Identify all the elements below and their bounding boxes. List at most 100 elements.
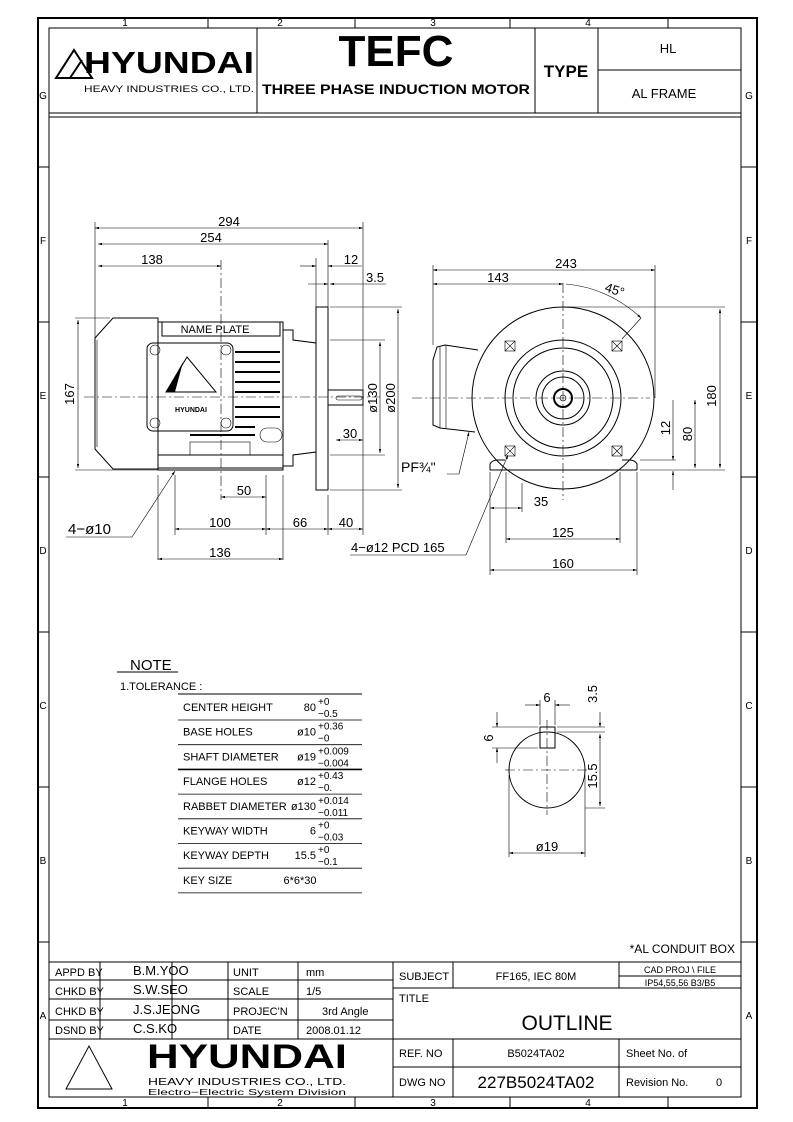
tolerance-minus: −0.5 bbox=[318, 709, 338, 720]
tolerance-value: 6 bbox=[310, 826, 316, 838]
tolerance-label: KEYWAY WIDTH bbox=[183, 826, 268, 838]
tolerance-heading: 1.TOLERANCE : bbox=[120, 681, 202, 693]
dim-key-width: 6 bbox=[543, 690, 550, 705]
title-block: APPD BY B.M.YOO CHKD BY S.W.SEO CHKD BY … bbox=[49, 961, 741, 1097]
dim-key-length: 30 bbox=[343, 426, 357, 441]
row-label: A bbox=[746, 1011, 753, 1022]
role-label: CHKD BY bbox=[55, 1006, 105, 1018]
tolerance-minus: −0.011 bbox=[318, 808, 349, 819]
conduit-note: *AL CONDUIT BOX bbox=[630, 942, 735, 956]
side-view: NAME PLATE HYUNDAI 294 254 138 bbox=[62, 214, 402, 561]
tolerance-plus: +0 bbox=[318, 845, 330, 856]
tolerance-value: 15.5 bbox=[295, 850, 316, 862]
col-label: 1 bbox=[122, 18, 128, 29]
dim-flange-holes: 4−ø12 PCD 165 bbox=[351, 540, 445, 555]
prop-label: UNIT bbox=[233, 967, 259, 979]
tolerance-plus: +0.014 bbox=[318, 796, 349, 807]
row-label: E bbox=[746, 391, 753, 402]
flange bbox=[315, 306, 329, 491]
dim-center-height: 80 bbox=[680, 427, 695, 441]
hyundai-logo-footer: HYUNDAI HEAVY INDUSTRIES CO., LTD. Elect… bbox=[65, 1038, 347, 1097]
tolerance-value: ø10 bbox=[297, 727, 316, 739]
footer-logo-sub2: Electro−Electric System Division bbox=[148, 1087, 346, 1097]
subject-value: FF165, IEC 80M bbox=[496, 971, 577, 983]
tolerance-label: KEYWAY DEPTH bbox=[183, 850, 269, 862]
drawing-title: OUTLINE bbox=[521, 1012, 612, 1035]
feet-end bbox=[489, 459, 638, 471]
prop-label: SCALE bbox=[233, 986, 269, 998]
dim-rabbet-diameter: ø130 bbox=[365, 383, 380, 413]
footer-logo-text: HYUNDAI bbox=[147, 1038, 347, 1076]
row-label: C bbox=[745, 701, 752, 712]
role-label: APPD BY bbox=[55, 967, 103, 979]
header: HYUNDAI HEAVY INDUSTRIES CO., LTD. TEFC … bbox=[49, 27, 741, 118]
dwg-value: 227B5024TA02 bbox=[478, 1073, 595, 1092]
conduit-size: PF¾" bbox=[401, 459, 436, 475]
header-subtitle: THREE PHASE INDUCTION MOTOR bbox=[262, 82, 530, 97]
dim-to-center: 143 bbox=[487, 270, 509, 285]
badge-text: HYUNDAI bbox=[175, 407, 207, 414]
name-plate-label: NAME PLATE bbox=[181, 324, 250, 336]
dim-flange-thickness: 12 bbox=[344, 252, 358, 267]
col-label: 3 bbox=[430, 18, 436, 29]
row-label: F bbox=[746, 236, 752, 247]
tolerance-minus: −0.1 bbox=[318, 857, 338, 868]
shaft bbox=[327, 389, 364, 406]
dim-foot-pitch: 125 bbox=[552, 525, 574, 540]
person-name: B.M.YOO bbox=[133, 963, 189, 978]
grid-columns-top: 1 2 3 4 bbox=[122, 18, 669, 29]
dim-foot-length: 136 bbox=[209, 545, 231, 560]
tolerance-value: ø19 bbox=[297, 751, 316, 763]
front-bearing bbox=[283, 329, 317, 467]
dim-to-flange: 66 bbox=[293, 515, 307, 530]
tolerance-label: RABBET DIAMETER bbox=[183, 801, 287, 813]
row-label: A bbox=[40, 1011, 47, 1022]
name-plate bbox=[161, 321, 281, 337]
tolerance-value: ø130 bbox=[291, 801, 316, 813]
prop-value: 2008.01.12 bbox=[306, 1025, 361, 1037]
tolerance-note: NOTE 1.TOLERANCE : bbox=[117, 657, 362, 695]
dim-foot-edge: 35 bbox=[534, 494, 548, 509]
dim-key-projection: 3.5 bbox=[585, 685, 600, 703]
prop-value: 1/5 bbox=[306, 986, 321, 998]
dim-end-height: 180 bbox=[704, 385, 719, 407]
dim-angle: 45° bbox=[603, 280, 626, 300]
person-name: S.W.SEO bbox=[133, 982, 188, 997]
type-label: TYPE bbox=[544, 62, 588, 81]
sheet-label: Sheet No. of bbox=[626, 1048, 688, 1060]
tolerance-label: BASE HOLES bbox=[183, 727, 253, 739]
fan-cover bbox=[94, 317, 159, 470]
dim-height: 167 bbox=[62, 383, 77, 405]
revision-value: 0 bbox=[716, 1077, 722, 1089]
tolerance-plus: +0 bbox=[318, 697, 330, 708]
tolerance-minus: −0.03 bbox=[318, 833, 344, 844]
row-label: B bbox=[40, 856, 47, 867]
dim-spigot: 3.5 bbox=[366, 270, 384, 285]
tolerance-label: SHAFT DIAMETER bbox=[183, 751, 279, 763]
type-value: HL bbox=[660, 41, 677, 56]
row-label: C bbox=[39, 701, 46, 712]
tolerance-plus: +0 bbox=[318, 821, 330, 832]
dim-foot-offset: 50 bbox=[237, 483, 251, 498]
dim-flange-diameter: ø200 bbox=[383, 383, 398, 413]
outer-border bbox=[37, 17, 758, 1109]
person-name: C.S.KO bbox=[133, 1021, 177, 1036]
ref-label: REF. NO bbox=[399, 1048, 443, 1060]
tolerance-minus: −0.004 bbox=[318, 758, 349, 769]
tolerance-value: 80 bbox=[304, 702, 316, 714]
inner-border bbox=[48, 27, 742, 1098]
hyundai-logo: HYUNDAI HEAVY INDUSTRIES CO., LTD. bbox=[54, 45, 254, 95]
dim-end-width: 243 bbox=[555, 256, 577, 271]
row-label: B bbox=[746, 856, 753, 867]
tolerance-plus: +0.36 bbox=[318, 722, 344, 733]
dim-to-terminal-box: 138 bbox=[141, 252, 163, 267]
tolerance-value: ø12 bbox=[297, 776, 316, 788]
role-label: DSND BY bbox=[55, 1025, 105, 1037]
dwg-label: DWG NO bbox=[399, 1077, 446, 1089]
note-heading: NOTE bbox=[130, 657, 172, 674]
col-label: 1 bbox=[122, 1098, 128, 1109]
tolerance-minus: −0 bbox=[318, 734, 330, 745]
revision-label: Revision No. bbox=[626, 1077, 688, 1089]
dim-keyway-depth: 15.5 bbox=[585, 763, 600, 788]
